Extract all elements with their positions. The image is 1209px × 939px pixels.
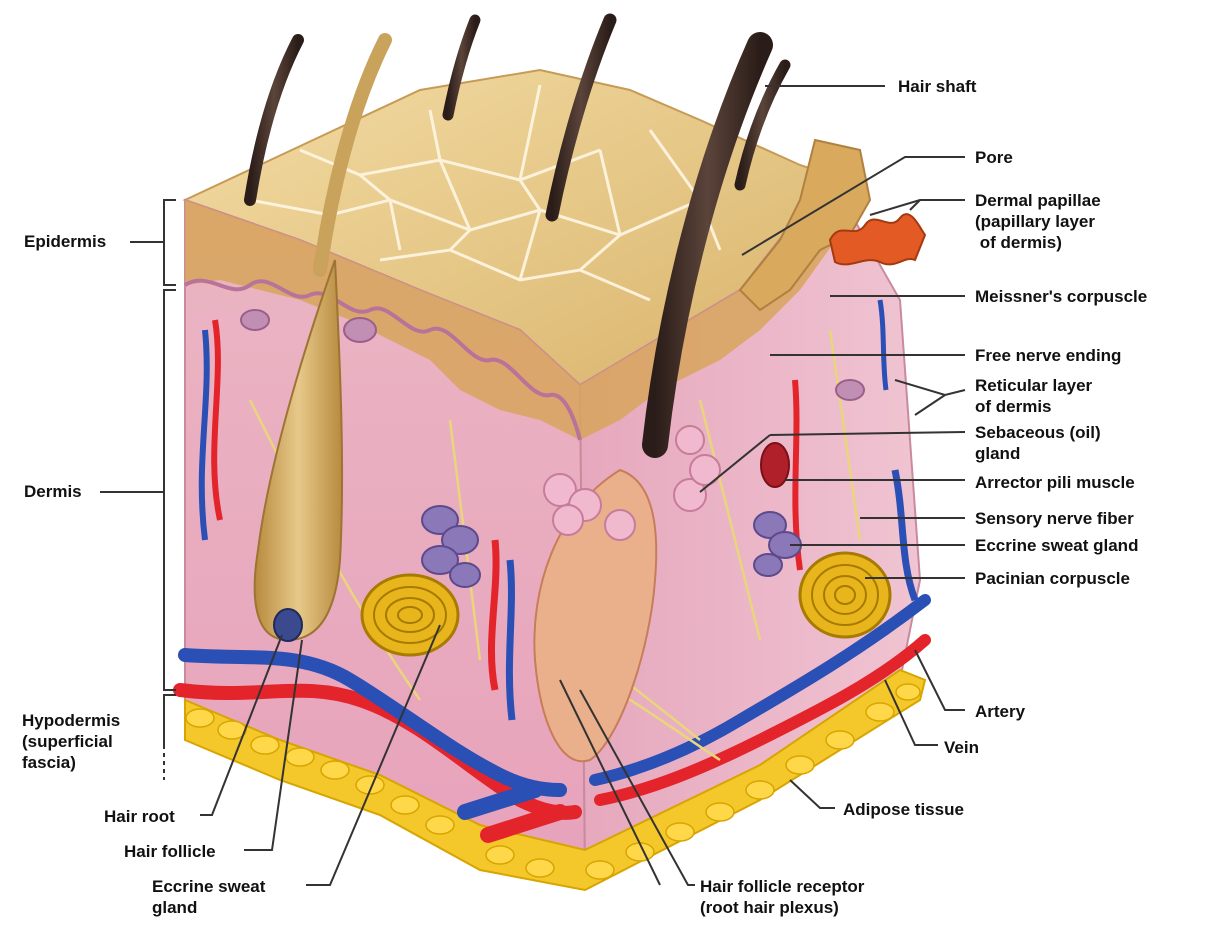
arrector-pili-muscle	[760, 442, 790, 488]
label-vein: Vein	[944, 738, 979, 757]
vessel-stub-red	[480, 804, 568, 843]
bottom-leader-lines	[200, 624, 695, 886]
vein-vessel-front	[178, 648, 567, 797]
label-sensory-nerve-fiber: Sensory nerve fiber	[975, 509, 1134, 528]
vein-vessel-side	[589, 594, 931, 786]
hair-strand-6	[734, 59, 791, 191]
eccrine-sweat-gland-side	[753, 511, 802, 577]
label-dermis: Dermis	[24, 482, 82, 501]
label-eccrine-sweat-gland-right: Eccrine sweat gland	[975, 536, 1139, 555]
vertical-vein-1	[198, 329, 210, 541]
vertical-vein-4	[877, 299, 889, 391]
hair-strand-5	[642, 32, 773, 458]
left-leader-lines	[100, 241, 164, 493]
sebaceous-gland	[543, 425, 721, 541]
label-hair-follicle: Hair follicle	[124, 842, 216, 861]
adipose-layer	[184, 668, 927, 892]
label-dermal-papillae: Dermal papillae (papillary layer of derm…	[975, 191, 1101, 252]
label-eccrine-sweat-gland-bottom: Eccrine sweat gland	[152, 877, 266, 917]
papillary-glands	[240, 309, 865, 401]
hair-strand-3	[442, 14, 481, 121]
adipose-cells	[185, 683, 921, 880]
label-sebaceous-gland: Sebaceous (oil) gland	[975, 423, 1101, 463]
epidermis-bracket	[163, 199, 176, 286]
artery-vessel-side	[594, 634, 931, 806]
hair-bulb	[273, 608, 303, 642]
epidermis-flap	[738, 138, 872, 312]
label-reticular-layer: Reticular layer of dermis	[975, 376, 1093, 416]
label-hair-follicle-receptor: Hair follicle receptor (root hair plexus…	[700, 877, 865, 917]
label-artery: Artery	[975, 702, 1026, 721]
eccrine-sweat-gland-front	[421, 505, 481, 588]
vertical-artery-2	[488, 539, 500, 691]
hair-strand-4	[545, 13, 617, 222]
label-arrector-pili: Arrector pili muscle	[975, 473, 1135, 492]
dermal-papillae-ridge	[828, 213, 927, 266]
label-adipose-tissue: Adipose tissue	[843, 800, 964, 819]
label-hair-shaft: Hair shaft	[898, 77, 977, 96]
vertical-artery-1	[211, 319, 223, 521]
hair-strand-2	[313, 33, 392, 277]
label-pore: Pore	[975, 148, 1013, 167]
hair-strand-1	[244, 34, 304, 206]
label-meissners-corpuscle: Meissner's corpuscle	[975, 287, 1148, 306]
dermis-bracket	[163, 289, 176, 691]
label-epidermis: Epidermis	[24, 232, 107, 251]
label-hypodermis: Hypodermis (superficial fascia)	[22, 711, 121, 772]
papillary-wave	[183, 278, 582, 441]
label-free-nerve-ending: Free nerve ending	[975, 346, 1122, 365]
hypodermis-bracket	[163, 694, 176, 745]
right-leader-lines	[699, 85, 966, 809]
epidermis-band-front	[185, 200, 580, 440]
label-pacinian-corpuscle: Pacinian corpuscle	[975, 569, 1130, 588]
pacinian-corpuscle-side	[798, 551, 892, 639]
vessel-stub-blue	[457, 782, 543, 820]
pacinian-corpuscle-front	[360, 573, 460, 657]
vertical-vein-2	[505, 559, 516, 721]
vertical-vein-3	[891, 469, 919, 602]
label-hair-root: Hair root	[104, 807, 175, 826]
